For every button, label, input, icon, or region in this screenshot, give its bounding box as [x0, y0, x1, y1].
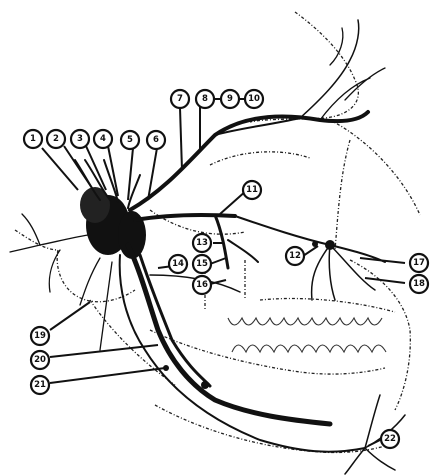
teeth	[228, 318, 386, 352]
callout-label: 17	[413, 258, 425, 268]
callout-label: 4	[100, 134, 106, 144]
callout-label: 6	[153, 135, 159, 145]
callout-20: 20	[31, 351, 49, 369]
callout-22: 22	[381, 430, 399, 448]
callout-21: 21	[31, 376, 49, 394]
callout-label: 8	[202, 94, 208, 104]
callout-4: 4	[94, 130, 112, 148]
callout-label: 22	[384, 434, 396, 444]
callout-17: 17	[410, 254, 428, 272]
callout-label: 10	[248, 94, 260, 104]
callout-label: 3	[77, 134, 83, 144]
callout-9: 9	[221, 90, 239, 108]
callout-label: 19	[34, 331, 46, 341]
callout-label: 11	[246, 185, 258, 195]
callout-label: 20	[34, 355, 46, 365]
callout-label: 7	[177, 94, 183, 104]
callout-leaders	[42, 99, 405, 446]
callout-2: 2	[47, 130, 65, 148]
callout-label: 14	[172, 259, 184, 269]
callout-label: 5	[127, 135, 133, 145]
callout-label: 21	[34, 380, 46, 390]
callout-label: 2	[53, 134, 59, 144]
callout-15: 15	[193, 255, 211, 273]
callout-label: 9	[227, 94, 233, 104]
callout-19: 19	[31, 327, 49, 345]
callout-5: 5	[121, 131, 139, 149]
callout-13: 13	[193, 234, 211, 252]
callout-label: 1	[30, 134, 36, 144]
callout-label: 16	[196, 280, 208, 290]
callout-label: 18	[413, 279, 425, 289]
callout-16: 16	[193, 276, 211, 294]
callout-1: 1	[24, 130, 42, 148]
callout-6: 6	[147, 131, 165, 149]
callout-3: 3	[71, 130, 89, 148]
callout-12: 12	[286, 247, 304, 265]
callout-10: 10	[245, 90, 263, 108]
callout-7: 7	[171, 90, 189, 108]
callout-18: 18	[410, 275, 428, 293]
callout-label: 12	[289, 251, 301, 261]
callout-label: 15	[196, 259, 208, 269]
callout-label: 13	[196, 238, 208, 248]
callout-14: 14	[169, 255, 187, 273]
callout-11: 11	[243, 181, 261, 199]
callout-8: 8	[196, 90, 214, 108]
skull-outline	[15, 12, 420, 453]
